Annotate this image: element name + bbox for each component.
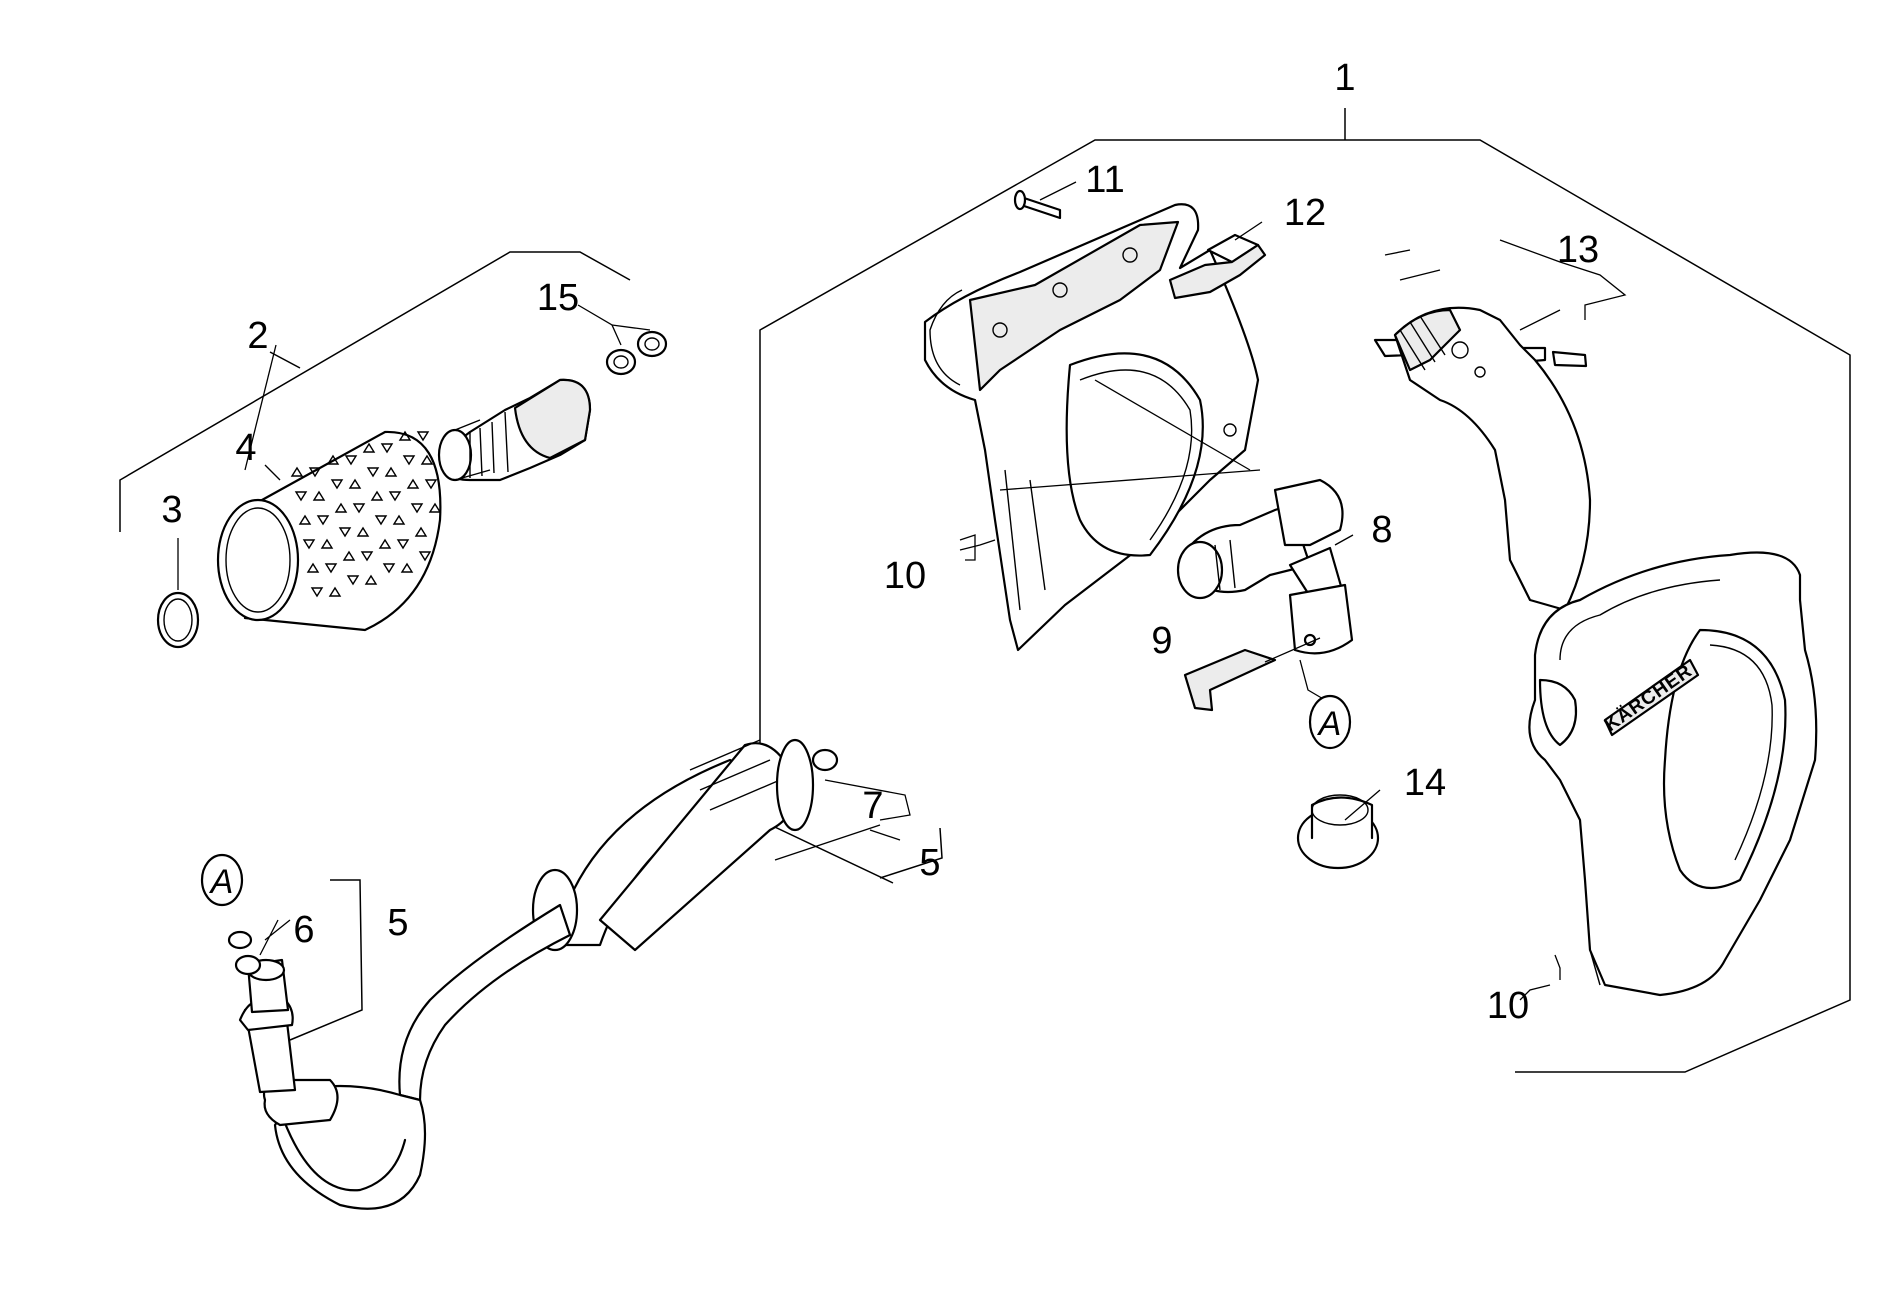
sleeve-perforation [298,514,312,525]
callout-11: 11 [1085,159,1124,201]
swivel-elbow [1176,478,1354,655]
sleeve-perforation [320,538,334,549]
callout-numbers: 1 2 3 4 5 5 6 7 8 9 10 10 11 12 13 14 15 [161,57,1599,1027]
sleeve-perforation [356,526,370,537]
sleeve-perforation [392,514,406,525]
sleeve-perforation [352,503,366,514]
sleeve-perforation [302,539,316,550]
callout-1: 1 [1334,57,1355,99]
callout-7: 7 [862,785,883,827]
sleeve-perforation [360,551,374,562]
sleeve-perforation [370,490,384,501]
callout-5-upper: 5 [919,842,940,884]
snap-ring [156,591,200,649]
group-2-outline [119,251,631,532]
sleeve-perforation [334,502,348,513]
bushing [1296,794,1380,870]
sleeve-perforation [406,478,420,489]
sleeve-perforation [330,479,344,490]
trigger-lock [1168,233,1267,300]
sleeve-perforation [344,455,358,466]
sleeve-perforation [414,526,428,537]
sleeve-perforation [316,515,330,526]
sleeve-perforation [310,587,324,598]
callout-3: 3 [161,489,182,531]
retaining-clip [1183,648,1277,712]
callout-14: 14 [1404,762,1446,804]
sleeve-perforation [362,442,376,453]
reference-marker-a-right: A [1308,694,1352,750]
o-rings [605,330,668,376]
sleeve-perforation [294,491,308,502]
sleeve-perforation [308,467,322,478]
callout-4: 4 [235,427,256,469]
sleeve-perforation [328,586,342,597]
sleeve-perforation [416,431,430,442]
sleeve-perforation [418,551,432,562]
sleeve-perforation [384,466,398,477]
ref-a-left-text: A [209,863,234,901]
sleeve-perforation [388,491,402,502]
hose-handle [531,738,815,952]
sleeve-perforation [420,454,434,465]
sleeve-perforation [380,443,394,454]
o-ring-7 [811,748,839,772]
callout-6: 6 [293,909,314,951]
sleeve-perforation [402,455,416,466]
sleeve-perforation [378,538,392,549]
sleeve-perforation [338,527,352,538]
sleeve-perforation [346,575,360,586]
leader-lines [177,181,1627,1041]
callout-5-lower: 5 [387,902,408,944]
housing-shell-left [923,203,1260,652]
callout-9: 9 [1151,620,1172,662]
sleeve-perforation [364,574,378,585]
sleeve-perforation [400,562,414,573]
sleeve-perforation [326,454,340,465]
sleeve-perforation [382,563,396,574]
housing-shell-right: KÄRCHER [1528,551,1818,997]
callout-15: 15 [537,277,579,319]
sleeve-perforation [324,563,338,574]
sleeve-perforation [306,562,320,573]
screw [1013,189,1062,220]
callout-12: 12 [1284,192,1326,234]
callout-10-left: 10 [884,555,926,597]
sleeve-perforation [290,466,304,477]
threaded-connector [437,378,592,482]
sleeve-perforation [428,502,442,513]
sleeve-perforation [410,503,424,514]
reference-marker-a-left: A [200,853,244,907]
callout-8: 8 [1371,509,1392,551]
callout-13: 13 [1557,229,1599,271]
sleeve-perforation [312,490,326,501]
sleeve-perforation [348,478,362,489]
sleeve-perforation [398,430,412,441]
sleeve-perforation [366,467,380,478]
sleeve-perforation [342,550,356,561]
group-2-stem [269,351,301,369]
trigger-assembly [1373,306,1592,612]
sleeve-perforation [424,479,438,490]
callout-10-right: 10 [1487,985,1529,1027]
hose [238,903,572,1210]
sleeve-perforation [374,515,388,526]
o-ring-6 [227,930,262,976]
perforated-sleeve [216,430,442,632]
sleeve-perforation [396,539,410,550]
ref-a-right-text: A [1317,705,1342,743]
group-1-outline [759,139,1851,1073]
callout-2: 2 [247,315,268,357]
